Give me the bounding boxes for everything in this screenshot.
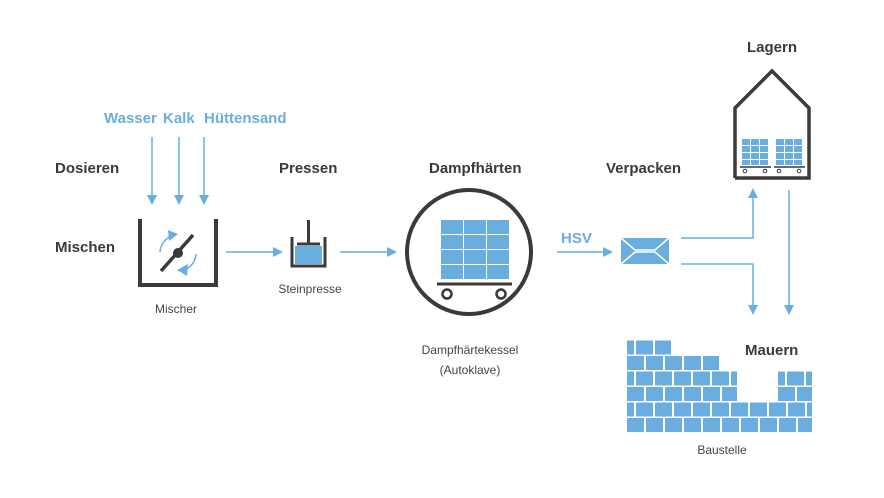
stage-lagern: Lagern — [747, 39, 798, 56]
wall-brick — [778, 371, 785, 386]
wall-brick — [636, 402, 653, 417]
stage-mischen: Mischen — [55, 239, 116, 256]
flow-label-hsv: HSV — [561, 230, 592, 247]
wall-brick — [703, 418, 720, 432]
wall-brick — [798, 418, 812, 432]
wall-brick — [779, 418, 796, 432]
wall-brick — [760, 418, 777, 432]
wall-brick — [750, 402, 767, 417]
wall-brick — [655, 340, 671, 355]
wall-brick — [627, 340, 634, 355]
wall-brick — [807, 402, 812, 417]
warehouse-icon — [733, 68, 811, 180]
wall-brick — [627, 387, 644, 401]
wall-brick — [627, 356, 644, 370]
wall-brick — [693, 402, 710, 417]
caption-steinpresse: Steinpresse — [278, 282, 342, 296]
stage-mauern: Mauern — [745, 342, 799, 359]
wall-brick — [684, 387, 701, 401]
wall-brick — [797, 387, 812, 401]
wall-brick — [722, 418, 739, 432]
autoclave-pallet — [441, 220, 509, 279]
wall-brick — [655, 402, 672, 417]
ingredient-kalk: Kalk — [163, 110, 195, 127]
wall-brick — [646, 356, 663, 370]
wall-brick — [703, 356, 719, 370]
wall-brick — [674, 402, 691, 417]
ingredient-wasser: Wasser — [104, 110, 157, 127]
wall-brick — [665, 356, 682, 370]
wall-brick — [627, 371, 634, 386]
wall-brick — [684, 356, 701, 370]
stage-dampfhaerten: Dampfhärten — [429, 160, 522, 177]
package-icon — [620, 237, 670, 265]
wall-brick — [741, 418, 758, 432]
wall-brick — [806, 371, 812, 386]
wall-brick — [665, 387, 682, 401]
ingredient-arrows — [147, 137, 209, 205]
stage-verpacken: Verpacken — [606, 160, 682, 177]
wall-brick — [627, 418, 644, 432]
wall-brick — [646, 387, 663, 401]
wall-brick — [627, 402, 634, 417]
caption-mischer: Mischer — [154, 302, 197, 316]
brick-press-icon — [290, 220, 327, 268]
wall-brick — [703, 387, 720, 401]
stage-pressen: Pressen — [279, 160, 338, 177]
wall-brick — [731, 371, 737, 386]
wall-brick — [665, 418, 682, 432]
caption-autoklav-line1: Dampfhärtekessel — [421, 343, 519, 357]
wall-brick — [646, 418, 663, 432]
brick-wall-icon — [627, 340, 812, 432]
mixer-icon — [138, 219, 218, 287]
wall-brick — [722, 387, 737, 401]
wall-brick — [788, 402, 805, 417]
wall-brick — [693, 371, 710, 386]
wall-brick — [636, 340, 653, 355]
wall-brick — [731, 402, 748, 417]
caption-baustelle: Baustelle — [697, 443, 747, 457]
caption-autoklav-line2: (Autoklave) — [439, 363, 501, 377]
autoclave-icon — [405, 188, 533, 316]
wall-brick — [787, 371, 804, 386]
branch-arrows — [681, 188, 794, 315]
wall-brick — [712, 371, 729, 386]
stage-dosieren: Dosieren — [55, 160, 120, 177]
warehouse-pallet-right — [776, 139, 802, 165]
wall-brick — [655, 371, 672, 386]
arrow-to-lagern — [681, 188, 758, 239]
warehouse-pallet-left — [742, 139, 768, 165]
wall-brick — [684, 418, 701, 432]
wall-brick — [712, 402, 729, 417]
ingredient-huettensand: Hüttensand — [204, 110, 287, 127]
wall-brick — [636, 371, 653, 386]
wall-brick — [674, 371, 691, 386]
wall-brick — [769, 402, 786, 417]
wall-brick — [778, 387, 795, 401]
arrow-to-mauern — [681, 263, 758, 315]
